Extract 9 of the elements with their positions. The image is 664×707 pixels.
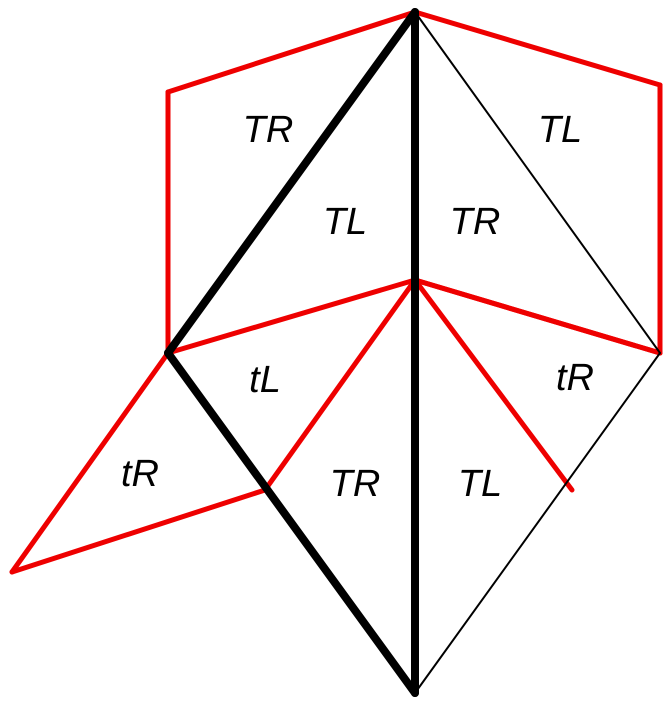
region-label: TR [242,111,294,149]
region-label: TL [458,465,502,503]
region-label: tR [121,455,159,493]
region-label: TL [322,203,368,241]
region-label: TL [538,111,582,149]
region-label: tR [556,359,594,397]
region-label: tL [249,361,281,399]
region-label: TR [450,203,500,241]
region-label: TR [330,465,380,503]
